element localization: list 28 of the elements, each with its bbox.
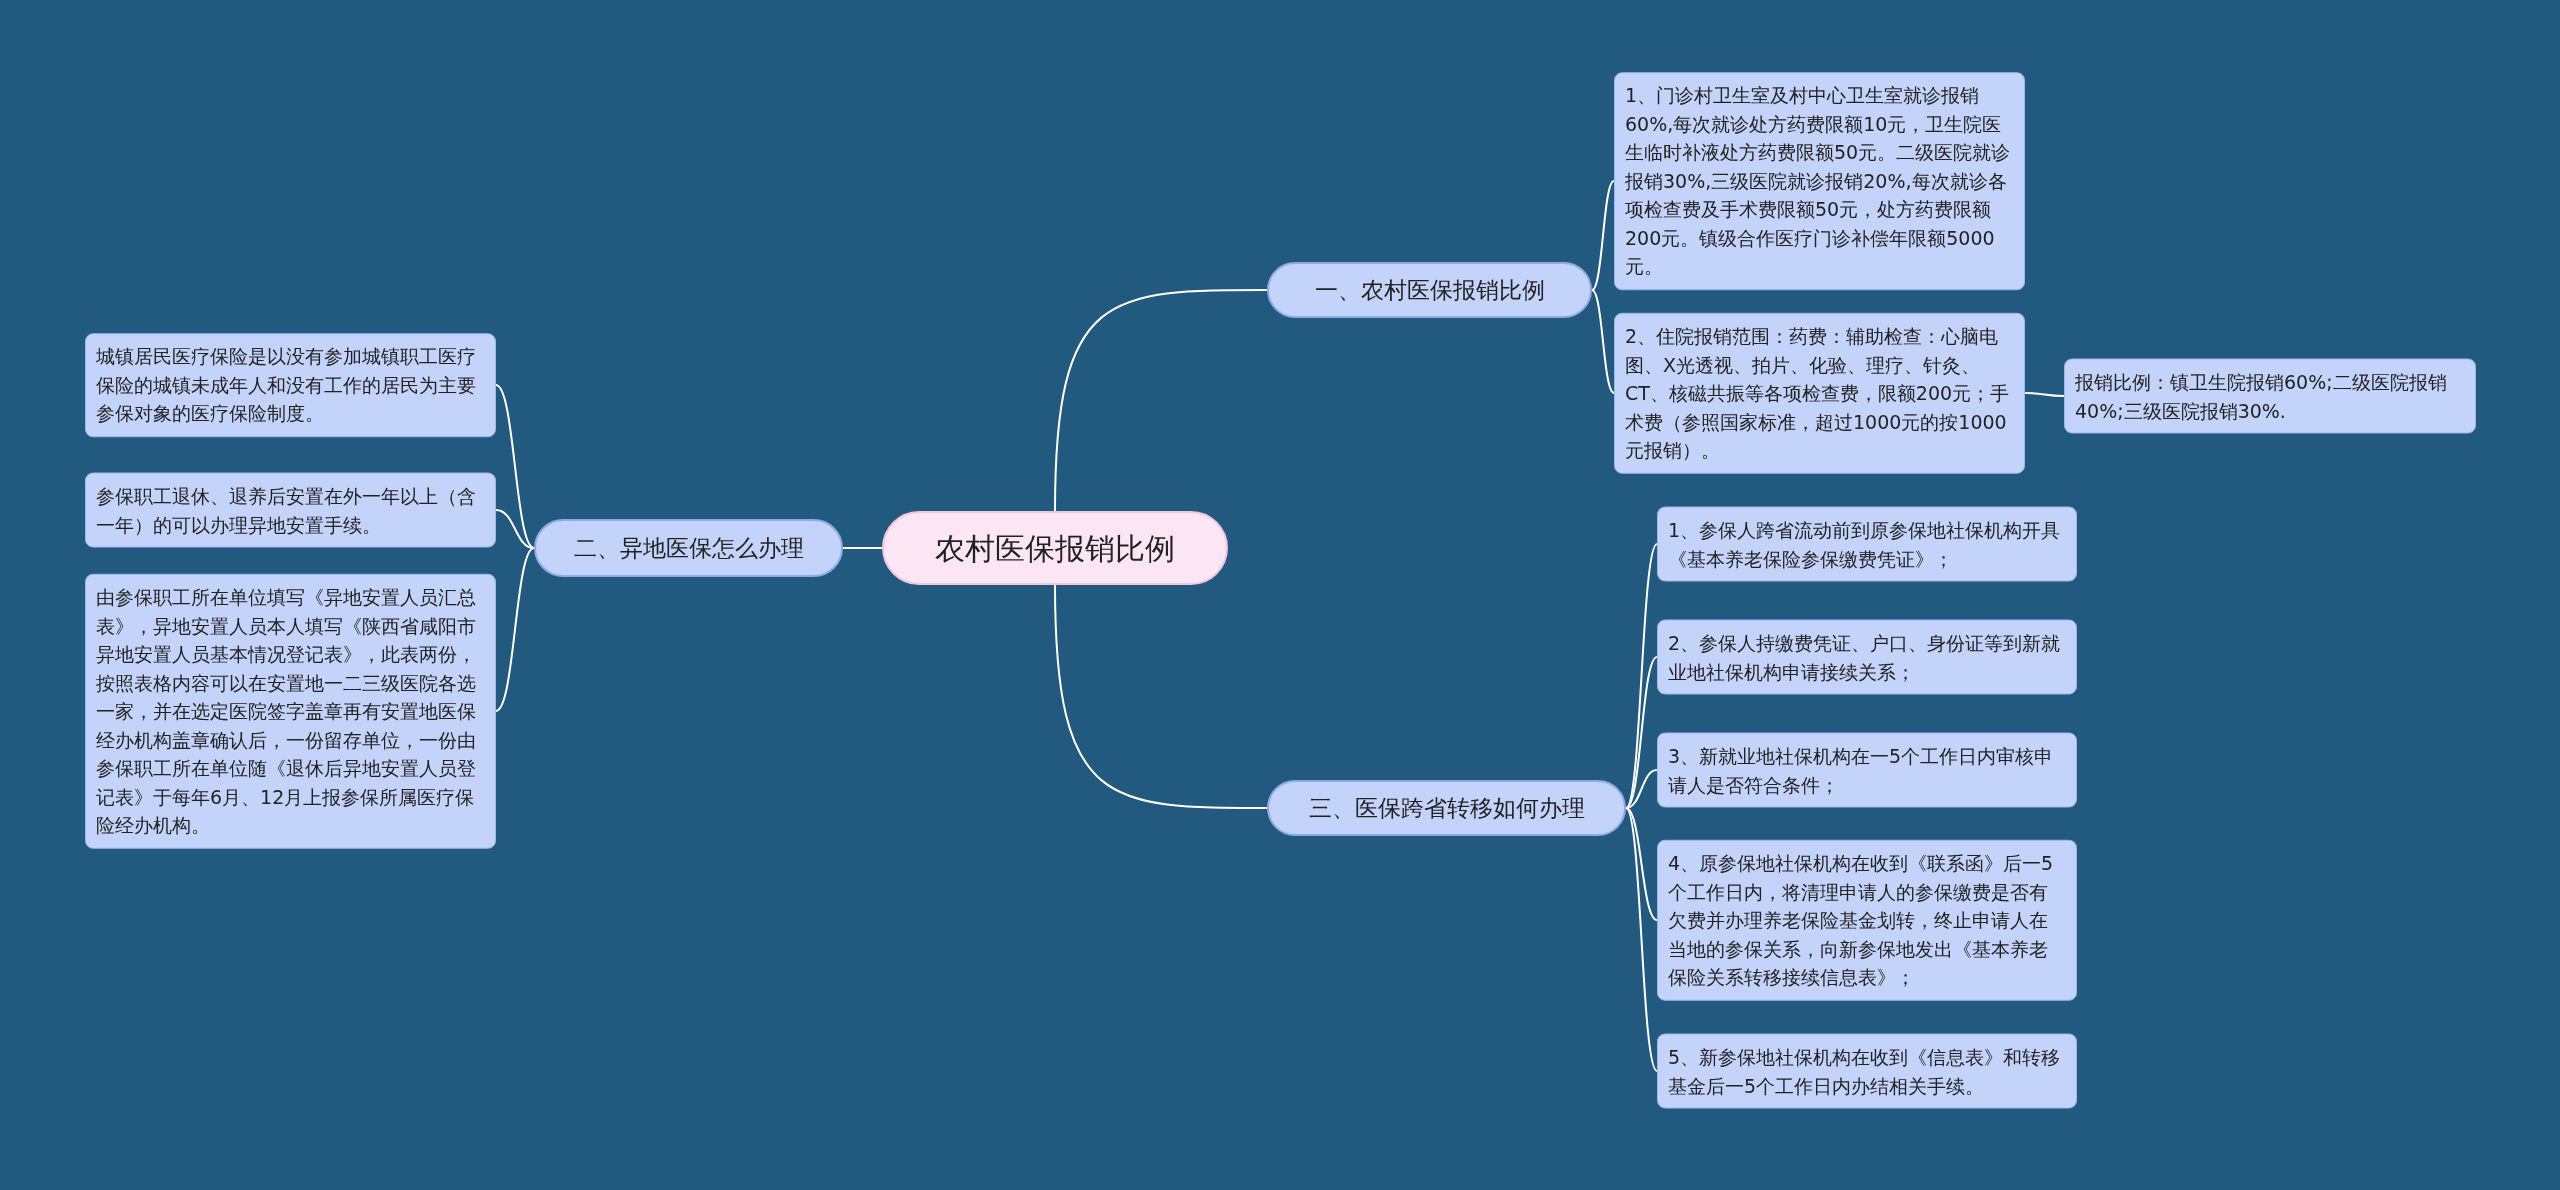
central-topic: 农村医保报销比例 [882, 511, 1228, 585]
detail-card: 城镇居民医疗保险是以没有参加城镇职工医疗保险的城镇未成年人和没有工作的居民为主要参保对象的医疗保险制度。 [85, 333, 496, 437]
connector-line [1625, 769, 1658, 809]
connector-line [495, 384, 535, 549]
connector-line [1625, 656, 1658, 809]
branch-topic: 二、异地医保怎么办理 [534, 519, 843, 577]
detail-card: 3、新就业地社保机构在一5个工作日内审核申请人是否符合条件； [1657, 732, 2077, 808]
connector-line [1625, 807, 1658, 921]
detail-card: 2、参保人持缴费凭证、户口、身份证等到新就业地社保机构申请接续关系； [1657, 619, 2077, 695]
connector-line [495, 547, 535, 712]
connector-line [1054, 289, 1268, 512]
connector-line [1054, 584, 1268, 809]
detail-card: 参保职工退休、退养后安置在外一年以上（含一年）的可以办理异地安置手续。 [85, 472, 496, 548]
detail-card: 1、参保人跨省流动前到原参保地社保机构开具《基本养老保险参保缴费凭证》； [1657, 506, 2077, 582]
connector-line [2024, 392, 2065, 397]
detail-card: 4、原参保地社保机构在收到《联系函》后一5个工作日内，将清理申请人的参保缴费是否有欠费并办理养老保险基金划转，终止申请人在当地的参保关系，向新参保地发出《基本养老保险关系转移接续信息表》； [1657, 839, 2077, 1001]
detail-card: 报销比例：镇卫生院报销60%;二级医院报销40%;三级医院报销30%. [2064, 358, 2476, 434]
detail-card: 由参保职工所在单位填写《异地安置人员汇总表》，异地安置人员本人填写《陕西省咸阳市异地安置人员基本情况登记表》，此表两份，按照表格内容可以在安置地一二三级医院各选一家，并在选定医院签字盖章再有安置地医保经办机构盖章确认后，一份留存单位，一份由参保职工所在单位随《退休后异地安置人员登记表》于每年6月、12月上报参保所属医疗保险经办机构。 [85, 573, 496, 849]
branch-topic: 一、农村医保报销比例 [1267, 262, 1592, 318]
branch-topic: 三、医保跨省转移如何办理 [1267, 780, 1626, 836]
detail-card: 2、住院报销范围：药费：辅助检查：心脑电图、X光透视、拍片、化验、理疗、针灸、CT、核磁共振等各项检查费，限额200元；手术费（参照国家标准，超过1000元的按1000元报销）。 [1614, 312, 2025, 474]
connector-line [1625, 807, 1658, 1072]
connector-line [1591, 289, 1615, 394]
detail-card: 5、新参保地社保机构在收到《信息表》和转移基金后一5个工作日内办结相关手续。 [1657, 1033, 2077, 1109]
detail-card: 1、门诊村卫生室及村中心卫生室就诊报销60%,每次就诊处方药费限额10元，卫生院医生临时补液处方药费限额50元。二级医院就诊报销30%,三级医院就诊报销20%,每次就诊各项检查费及手术费限额50元，处方药费限额200元。镇级合作医疗门诊补偿年限额5000元。 [1614, 72, 2025, 290]
connector-line [842, 547, 883, 549]
connector-line [1591, 180, 1615, 291]
connector-line [495, 509, 535, 549]
